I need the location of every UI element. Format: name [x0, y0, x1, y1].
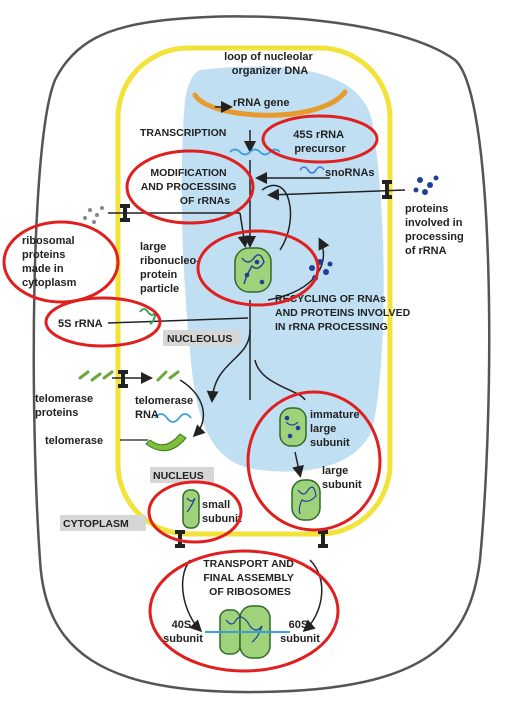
protein-dots-icon-left: [83, 206, 104, 224]
subunit-60s-label: 60S subunit: [280, 619, 320, 645]
transcription-label: TRANSCRIPTION: [140, 127, 226, 139]
subunit-40s-label: 40S subunit: [163, 619, 203, 645]
protein-import-arrow: [267, 188, 406, 201]
telomerase-proteins-icon: [78, 370, 180, 382]
telomerase-proteins-label: telomerase proteins: [35, 393, 96, 419]
large-export-arrow: [302, 559, 323, 632]
protein-dots-icon-right: [413, 175, 439, 195]
large-subunit-label: large subunit: [322, 465, 362, 491]
recycling-label: RECYCLING OF RNAs AND PROTEINS INVOLVED …: [275, 293, 413, 333]
transport-label: TRANSPORT AND FINAL ASSEMBLY OF RIBOSOME…: [203, 558, 297, 598]
nuclear-envelope: [115, 45, 393, 537]
proteins-processing-label: proteins involved in processing of rRNA: [405, 203, 467, 257]
telomerase-icon: [145, 433, 187, 452]
highlight-transport: [148, 549, 340, 673]
rrna-gene-icon: [192, 89, 348, 118]
telomerase-rna-label: telomerase RNA: [135, 395, 196, 421]
telomerase-assembly-arrow: [179, 379, 206, 438]
nucleus-label: NUCLEUS: [153, 470, 204, 482]
pore-icon-telomerase: [118, 370, 128, 388]
highlight-5s-rrna: [44, 296, 162, 348]
large-subunit-icon: [291, 479, 321, 521]
highlight-small-subunit: [147, 480, 243, 544]
pore-icon-bottom-right: [318, 530, 328, 548]
loop-label: loop of nucleolar organizer DNA: [224, 51, 316, 77]
nucleolus-label: NUCLEOLUS: [167, 333, 232, 345]
snornas-label: snoRNAs: [325, 167, 375, 179]
immature-large-subunit-icon: [279, 407, 307, 447]
rrna-gene-label: rRNA gene: [233, 97, 289, 109]
nucleolus-region: [181, 66, 384, 472]
small-subunit-label: small subunit: [202, 499, 242, 525]
nucleolus-label-box: [163, 330, 241, 346]
highlight-large-rnp: [196, 229, 320, 307]
large-rnp-label: large ribonucleo- protein particle: [140, 241, 203, 295]
ribosomal-proteins-label: ribosomal proteins made in cytoplasm: [22, 235, 78, 289]
telomerase-label: telomerase: [45, 435, 103, 447]
immature-large-label: immature large subunit: [310, 409, 363, 449]
snorna-icon: [299, 166, 325, 174]
pathway-curve-left: [206, 329, 251, 403]
small-subunit-icon: [182, 489, 200, 529]
pore-icon-left: [120, 204, 130, 222]
highlight-annotations: [2, 114, 382, 673]
cytoplasm-label-box: [60, 515, 146, 531]
pore-icon-right: [382, 180, 392, 199]
pathway-curve-right: [254, 359, 306, 401]
rrna-5s-arrow: [107, 317, 249, 324]
precursor-label: 45S rRNA precursor: [293, 129, 346, 155]
highlight-large-subunit: [246, 390, 382, 532]
cytoplasm-label: CYTOPLASM: [63, 518, 129, 530]
modification-label: MODIFICATION AND PROCESSING OF rRNAs: [141, 167, 240, 207]
highlight-ribosomal-proteins: [2, 220, 120, 304]
large-rnp-particle-icon: [234, 247, 272, 293]
rrna-5s-label: 5S rRNA: [58, 318, 103, 330]
rrna-5s-icon: [139, 308, 157, 325]
highlight-modification: [125, 149, 255, 225]
recycle-arrow-2: [261, 184, 292, 251]
small-export-arrow: [181, 559, 203, 633]
nucleus-label-box: [150, 467, 214, 483]
maturation-arrow: [292, 451, 304, 478]
highlight-precursor: [261, 114, 379, 164]
telomerase-rna-icon: [154, 413, 192, 423]
ribosomal-protein-arrow-down: [237, 212, 250, 248]
ribosome-icon: [205, 605, 290, 659]
